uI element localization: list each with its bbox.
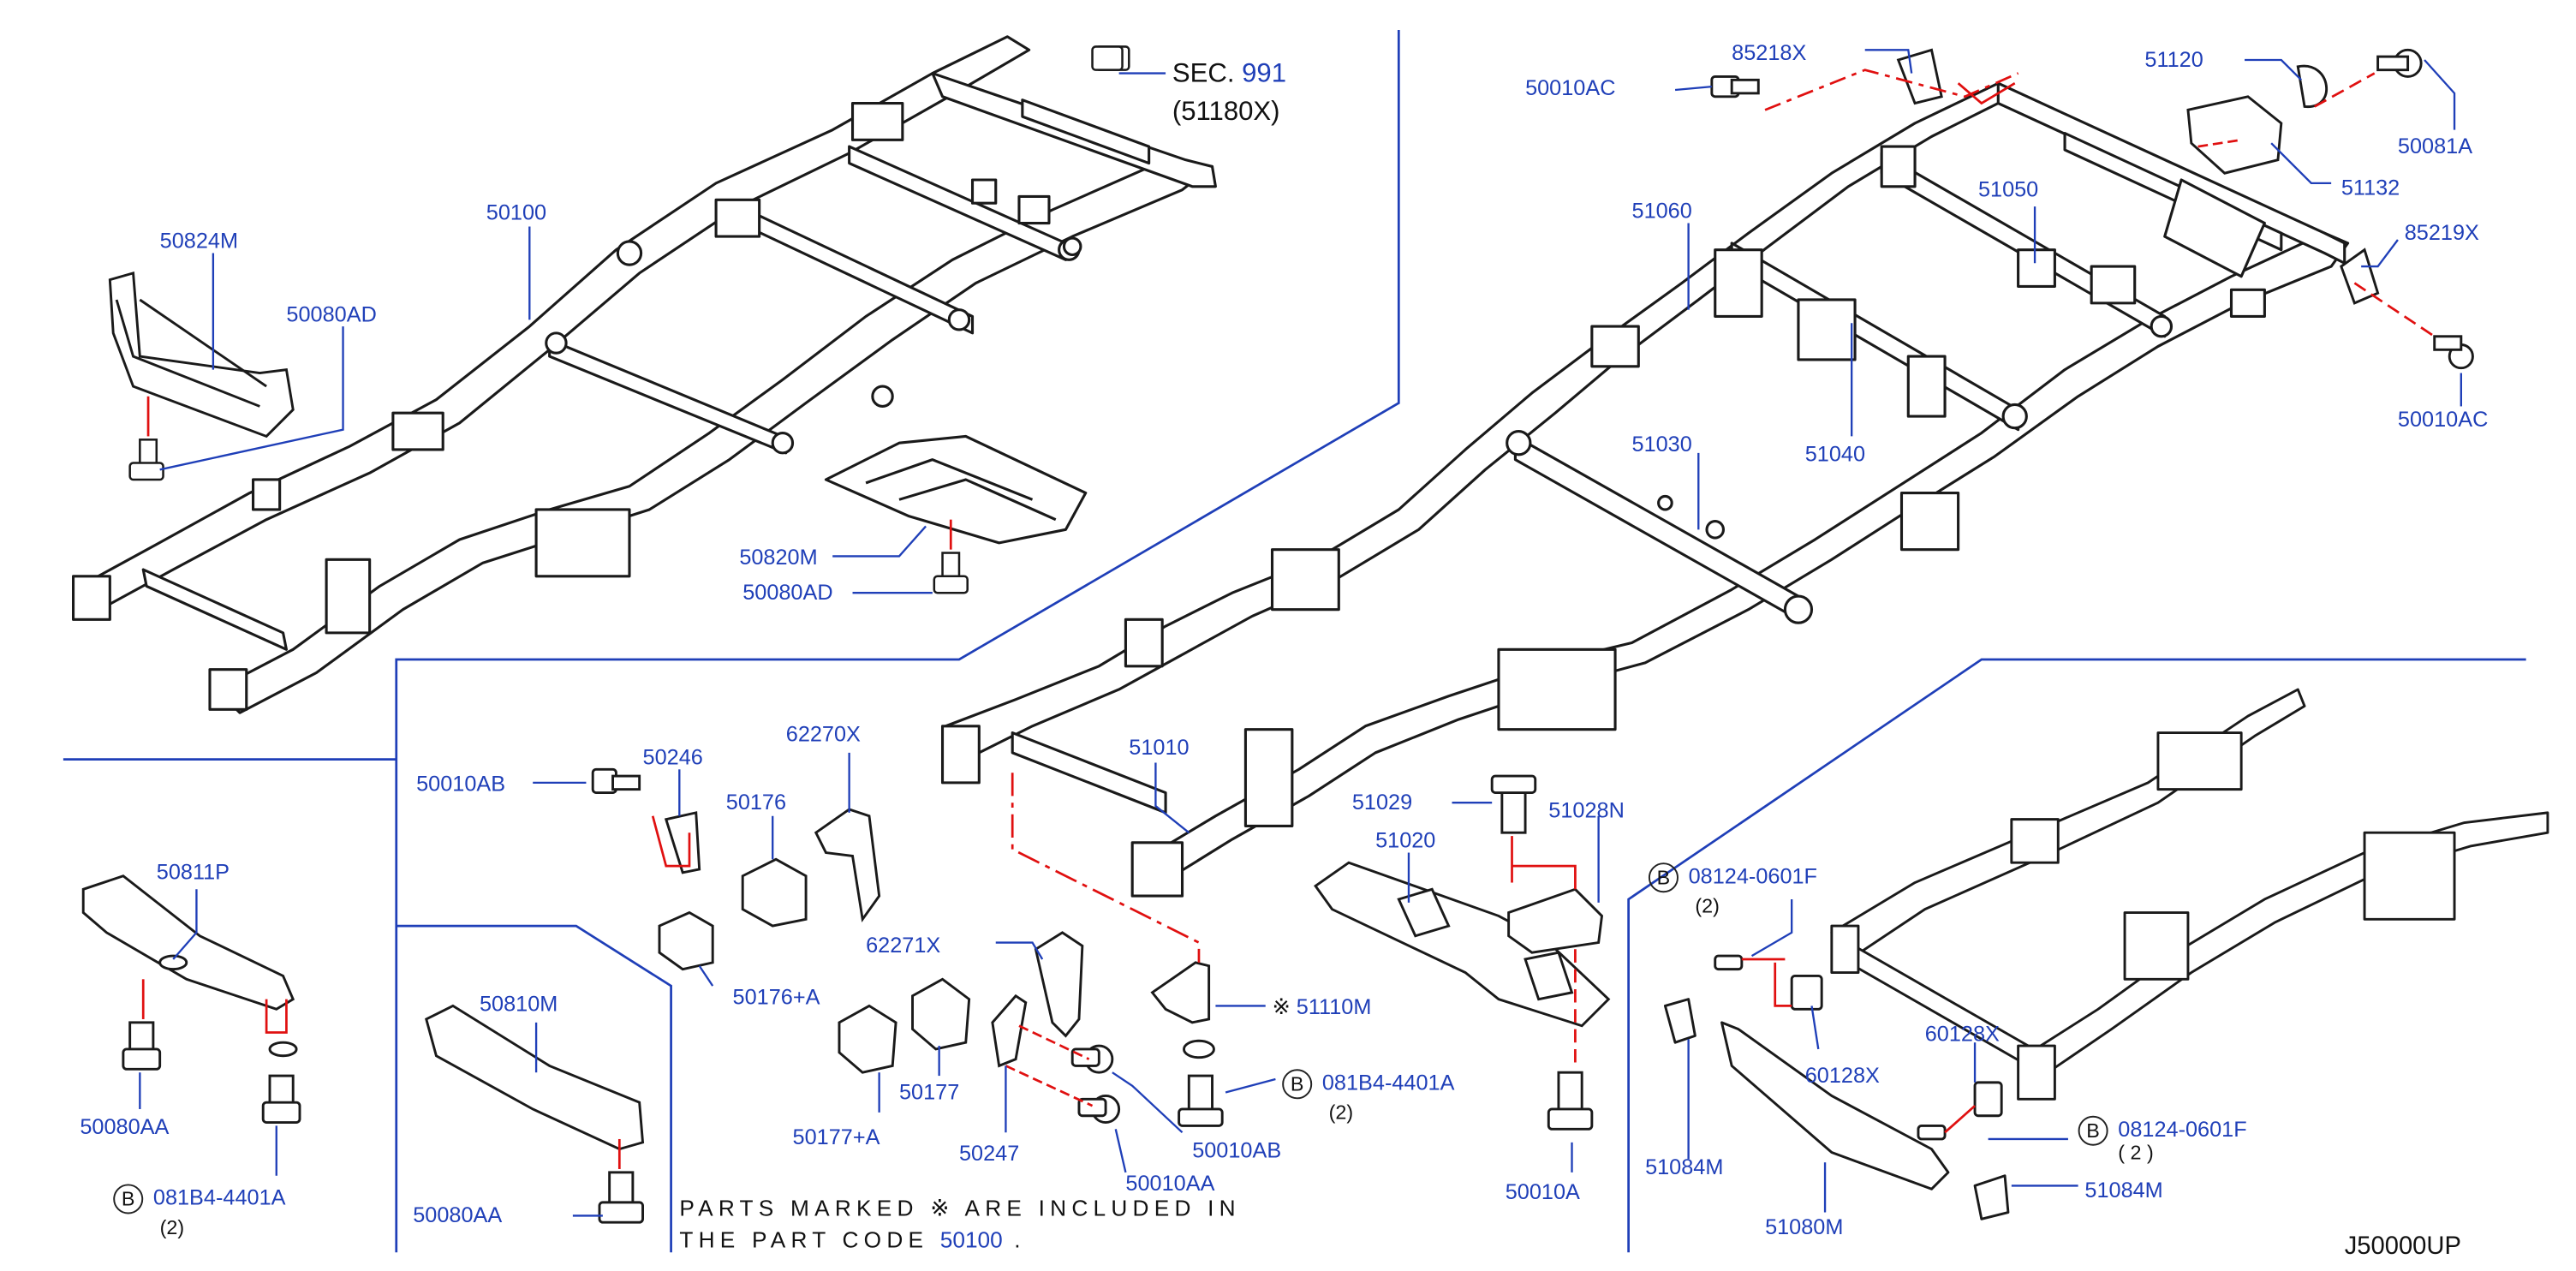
- part-label-51110M[interactable]: ※ 51110M: [1272, 994, 1372, 1019]
- part-label-51029[interactable]: 51029: [1351, 789, 1413, 815]
- part-label-51050[interactable]: 51050: [1977, 176, 2039, 202]
- parts-front-mounts: [591, 767, 1121, 1124]
- sec-ref-icon: [1091, 45, 1124, 71]
- drawing-reference: J50000UP: [2344, 1232, 2461, 1261]
- part-label-50177[interactable]: 50177: [898, 1078, 960, 1105]
- part-label-50080AA[interactable]: 50080AA: [80, 1113, 170, 1139]
- leader-lines: [139, 49, 2462, 1217]
- frame-detail-front: [1663, 688, 2549, 1220]
- part-label-51120[interactable]: 51120: [2144, 46, 2203, 72]
- part-50811P: [81, 874, 301, 1124]
- part-label-85219X[interactable]: 85219X: [2404, 219, 2479, 245]
- part-50810M: [425, 1004, 645, 1224]
- part-label-50247[interactable]: 50247: [958, 1140, 1020, 1167]
- callout-b2-qty: (2): [159, 1215, 185, 1239]
- part-label-50010AC-2[interactable]: 50010AC: [2397, 406, 2489, 432]
- part-label-51060[interactable]: 51060: [1631, 198, 1692, 224]
- part-label-85218X[interactable]: 85218X: [1732, 39, 1807, 65]
- part-label-50010AB-2[interactable]: 50010AB: [1192, 1137, 1282, 1163]
- dashed-connectors: [141, 69, 2436, 1169]
- part-label-51030[interactable]: 51030: [1631, 431, 1692, 456]
- part-label-50246[interactable]: 50246: [642, 744, 703, 770]
- part-label-50080AA-2[interactable]: 50080AA: [413, 1202, 503, 1228]
- part-label-50100[interactable]: 50100: [486, 200, 547, 225]
- part-label-60128X[interactable]: 60128X: [1924, 1020, 2000, 1047]
- part-label-50080AD-2[interactable]: 50080AD: [742, 579, 833, 605]
- part-label-51040[interactable]: 51040: [1804, 441, 1866, 467]
- frame-assembly-left: [71, 35, 1217, 714]
- part-label-50010AC[interactable]: 50010AC: [1525, 75, 1616, 100]
- part-label-51010[interactable]: 51010: [1129, 734, 1190, 760]
- part-label-50010A[interactable]: 50010A: [1505, 1179, 1580, 1204]
- part-label-51028N[interactable]: 51028N: [1548, 797, 1625, 823]
- callout-b3-qty: (2): [1695, 894, 1720, 918]
- frame-assembly-main: [940, 81, 2350, 898]
- part-label-51084M[interactable]: 51084M: [1645, 1154, 1724, 1179]
- part-label-51080M[interactable]: 51080M: [1765, 1214, 1844, 1239]
- sec-ref-sub: (51180X): [1172, 98, 1280, 127]
- part-label-51132[interactable]: 51132: [2340, 175, 2400, 200]
- part-label-50810M[interactable]: 50810M: [479, 990, 558, 1017]
- part-label-50820M[interactable]: 50820M: [739, 544, 818, 570]
- part-label-62270X[interactable]: 62270X: [785, 720, 861, 747]
- part-51020: [1314, 861, 1611, 1028]
- part-label-50010AB[interactable]: 50010AB: [416, 771, 506, 797]
- parts-rear-hooks: [1710, 48, 2474, 370]
- part-label-51020[interactable]: 51020: [1375, 827, 1436, 853]
- callout-b4-qty: ( 2 ): [2118, 1140, 2154, 1165]
- footnote: PARTS MARKED ※ ARE INCLUDED IN THE PART …: [679, 1196, 1241, 1253]
- callout-b1-qty: (2): [1328, 1101, 1354, 1125]
- part-label-51084M-2[interactable]: 51084M: [2084, 1177, 2163, 1202]
- part-50824M: [108, 271, 295, 439]
- sec-ref[interactable]: SEC. 991: [1172, 59, 1287, 89]
- part-label-50176A[interactable]: 50176+A: [732, 984, 820, 1010]
- part-label-50176[interactable]: 50176: [725, 789, 787, 815]
- part-label-50081A[interactable]: 50081A: [2397, 133, 2473, 158]
- part-51110M: [1150, 961, 1224, 1127]
- part-label-50811P[interactable]: 50811P: [156, 859, 230, 885]
- section-dividers: [63, 29, 2526, 1253]
- part-label-62271X[interactable]: 62271X: [866, 932, 941, 958]
- part-label-50824M[interactable]: 50824M: [159, 228, 239, 254]
- part-label-50177A[interactable]: 50177+A: [792, 1124, 880, 1149]
- part-label-60128X-2[interactable]: 60128X: [1804, 1062, 1880, 1088]
- part-label-50010AA[interactable]: 50010AA: [1125, 1170, 1215, 1196]
- part-label-50080AD[interactable]: 50080AD: [286, 301, 377, 327]
